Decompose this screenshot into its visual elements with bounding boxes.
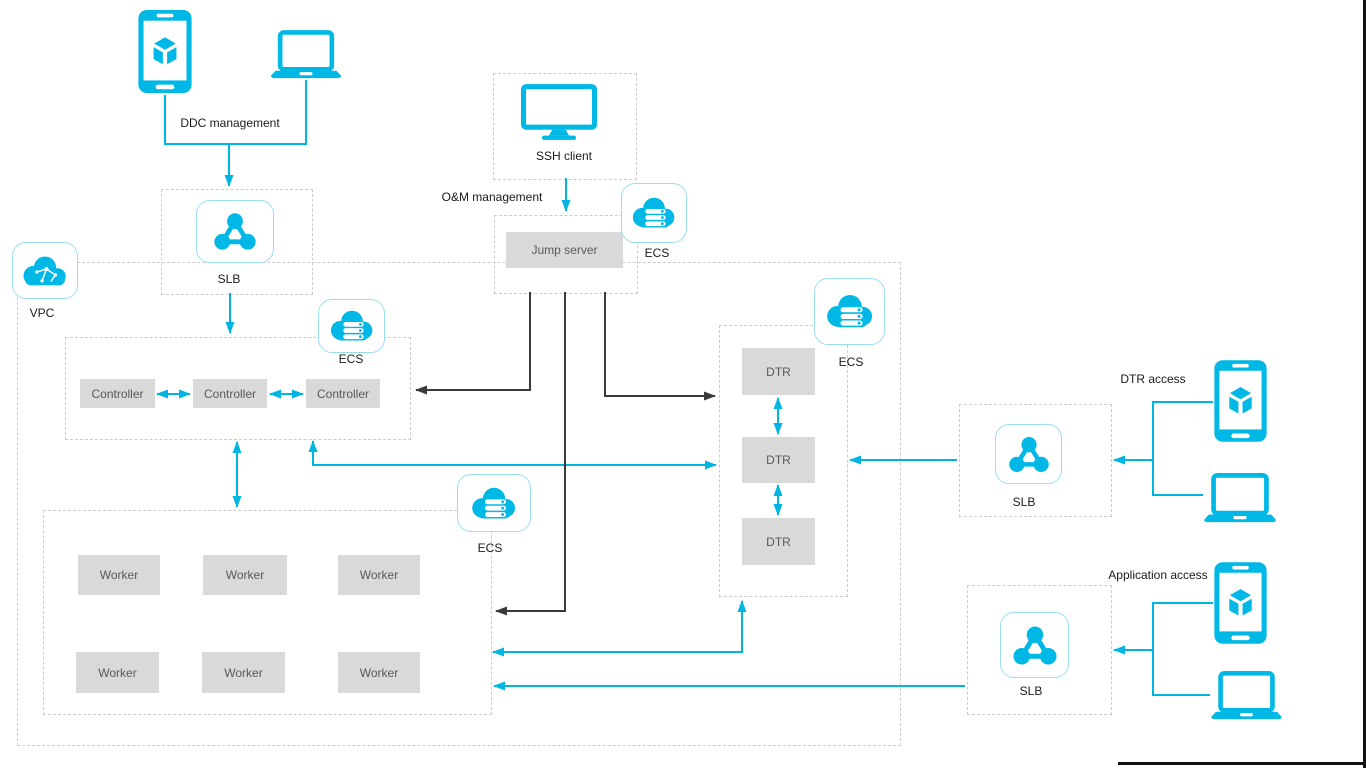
ssh-monitor-icon bbox=[521, 82, 597, 142]
app-access-slb-box bbox=[967, 585, 1112, 715]
vpc-tile bbox=[12, 242, 78, 299]
worker-node: Worker bbox=[202, 652, 285, 693]
jump-server-node: Jump server bbox=[506, 232, 623, 268]
slb-top-box bbox=[161, 189, 313, 295]
laptop-icon bbox=[1203, 473, 1277, 524]
workers-box bbox=[43, 510, 492, 715]
controllers-box bbox=[65, 337, 411, 440]
worker-node: Worker bbox=[76, 652, 159, 693]
controller-node: Controller bbox=[306, 379, 380, 408]
slb-top-tile bbox=[196, 200, 274, 263]
vpc-label: VPC bbox=[29, 306, 55, 320]
dtr-node: DTR bbox=[742, 437, 815, 483]
window-bottom-border bbox=[1118, 762, 1366, 765]
application-access-label: Application access bbox=[1108, 568, 1208, 582]
laptop-icon bbox=[1210, 671, 1283, 721]
slb-dtr-access-tile bbox=[995, 424, 1062, 484]
slb-app-access-tile bbox=[1000, 612, 1069, 678]
slb-icon bbox=[1011, 623, 1059, 668]
dtr-access-label: DTR access bbox=[1120, 372, 1186, 386]
ecs-workers-tile bbox=[457, 474, 531, 532]
controller-node: Controller bbox=[193, 379, 267, 408]
dtr-box bbox=[719, 325, 848, 597]
slb-icon bbox=[1007, 434, 1051, 475]
connector-app-access-devices bbox=[1152, 602, 1213, 696]
ddc-management-label: DDC management bbox=[180, 116, 280, 130]
ecs-jump-tile bbox=[621, 183, 687, 243]
ecs-icon bbox=[469, 484, 519, 523]
ecs-dtr-label: ECS bbox=[838, 355, 864, 369]
ssh-client-label: SSH client bbox=[535, 149, 593, 163]
ecs-icon bbox=[824, 291, 876, 332]
ecs-dtr-tile bbox=[814, 278, 885, 345]
controller-node: Controller bbox=[80, 379, 155, 408]
laptop-icon bbox=[270, 30, 342, 80]
slb-top-label: SLB bbox=[217, 272, 241, 286]
worker-node: Worker bbox=[78, 555, 160, 595]
om-management-label: O&M management bbox=[441, 190, 543, 204]
worker-node: Worker bbox=[338, 555, 420, 595]
jump-server-box bbox=[494, 215, 638, 294]
slb-app-access-label: SLB bbox=[1019, 684, 1043, 698]
dtr-node: DTR bbox=[742, 518, 815, 565]
worker-node: Worker bbox=[338, 652, 420, 693]
mobile-device-icon bbox=[1213, 358, 1268, 444]
vpc-cloud-icon bbox=[19, 252, 71, 289]
worker-node: Worker bbox=[203, 555, 287, 595]
mobile-device-icon bbox=[137, 8, 193, 95]
slb-dtr-access-label: SLB bbox=[1012, 495, 1036, 509]
ecs-icon bbox=[630, 194, 678, 232]
window-right-border bbox=[1363, 0, 1366, 768]
ecs-icon bbox=[328, 307, 376, 345]
ecs-workers-label: ECS bbox=[477, 541, 503, 555]
ecs-controllers-label: ECS bbox=[338, 352, 364, 366]
slb-icon bbox=[212, 210, 258, 253]
ecs-jump-label: ECS bbox=[644, 246, 670, 260]
vpc-boundary bbox=[17, 262, 901, 746]
ecs-controllers-tile bbox=[318, 299, 385, 353]
mobile-device-icon bbox=[1213, 560, 1268, 646]
dtr-access-slb-box bbox=[959, 404, 1112, 517]
dtr-node: DTR bbox=[742, 348, 815, 395]
